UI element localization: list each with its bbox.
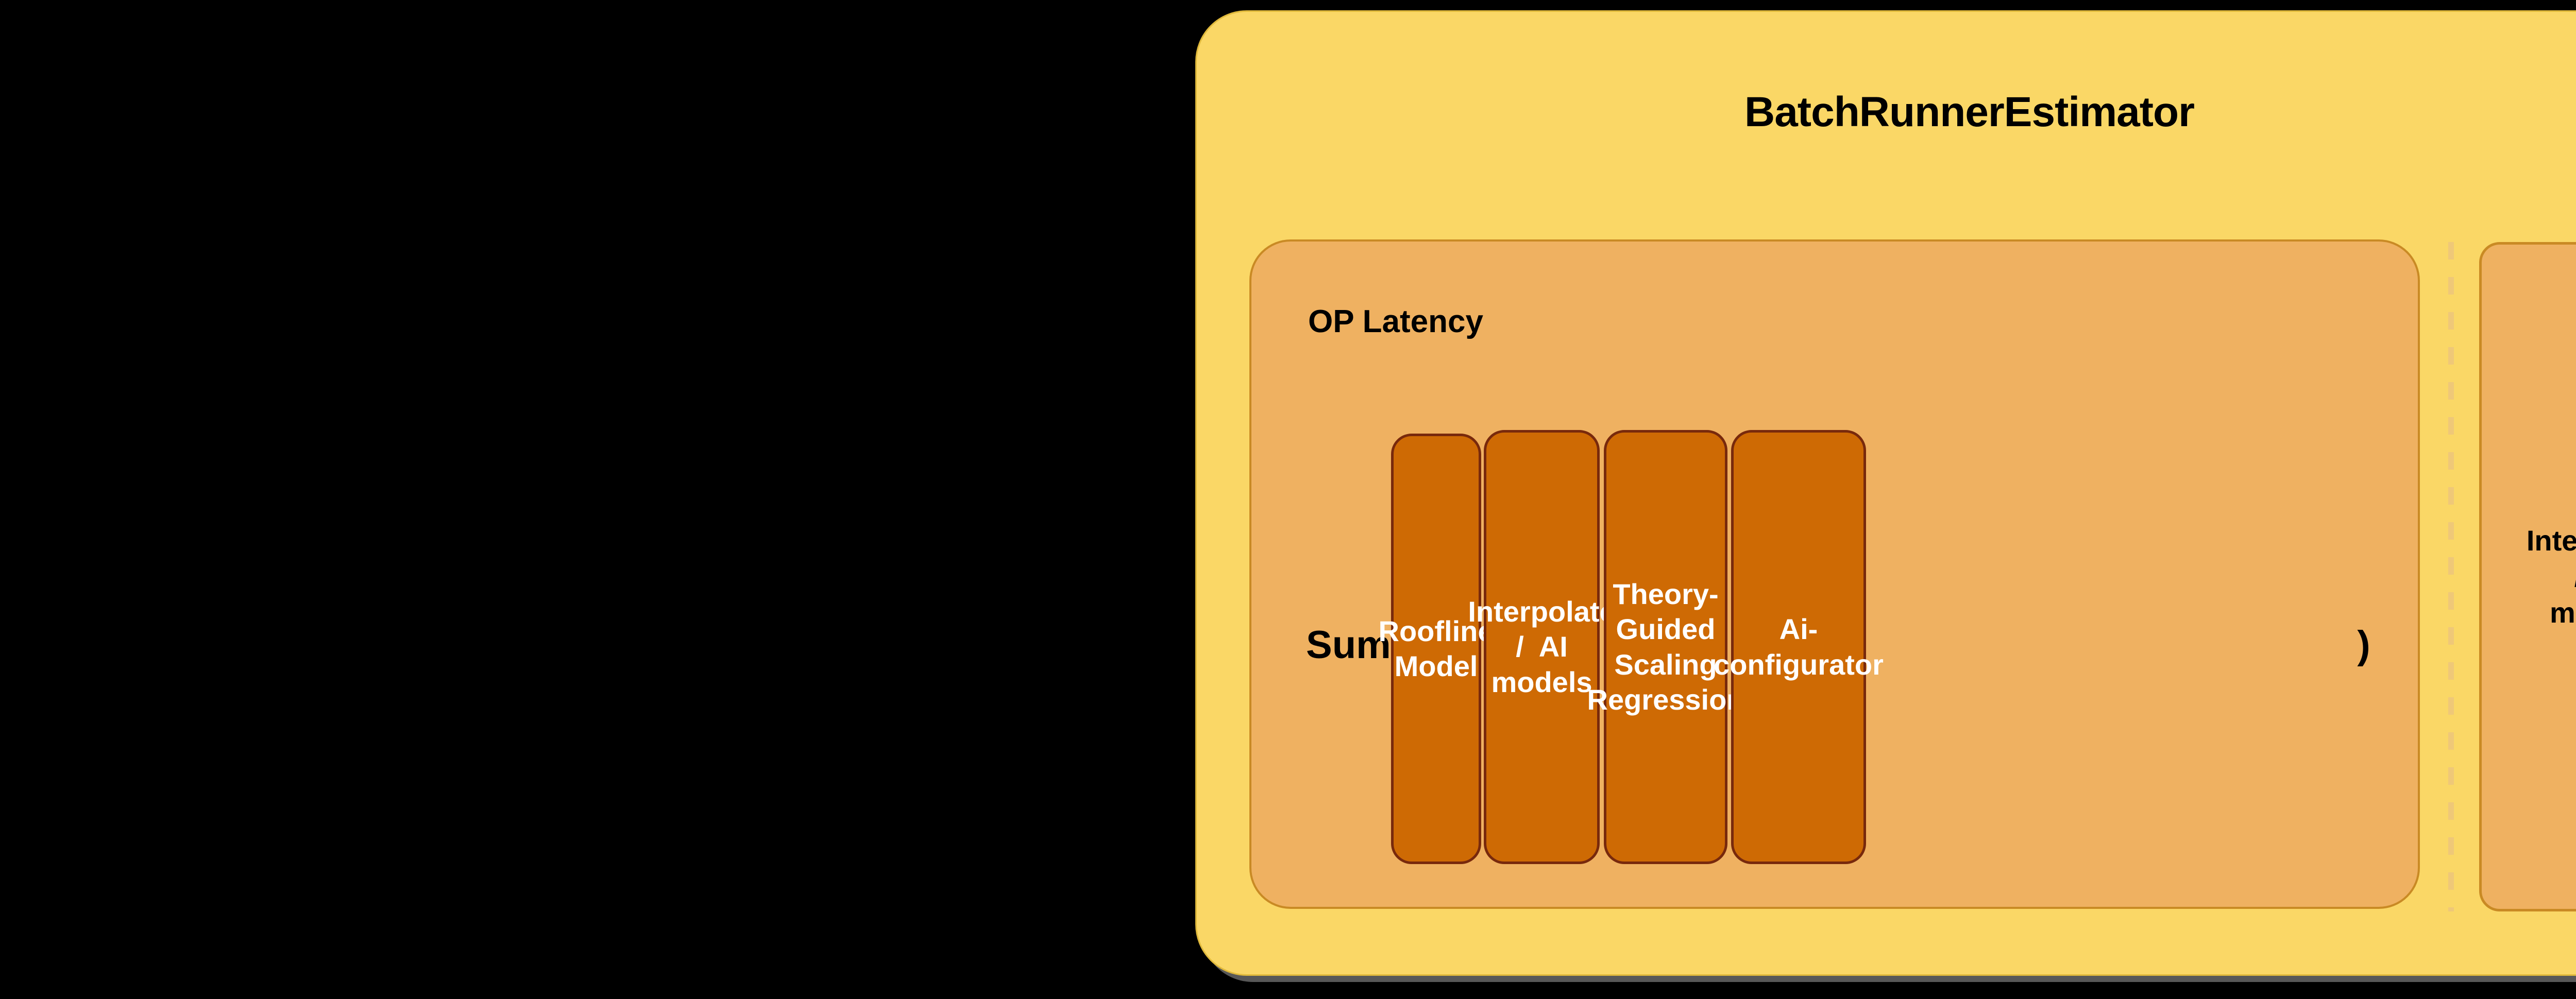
dashed-divider — [2448, 242, 2454, 911]
op-latency-label: OP Latency — [1308, 304, 1484, 339]
sum-open-paren: Sum( — [1306, 623, 1404, 667]
model-box-ai-configurator[interactable]: Ai-configurator — [1714, 430, 1884, 864]
model-box-label: Ai-configurator — [1714, 613, 1884, 681]
sum-close-paren: ) — [2357, 623, 2370, 667]
page-title: BatchRunnerEstimator — [1744, 89, 2195, 135]
